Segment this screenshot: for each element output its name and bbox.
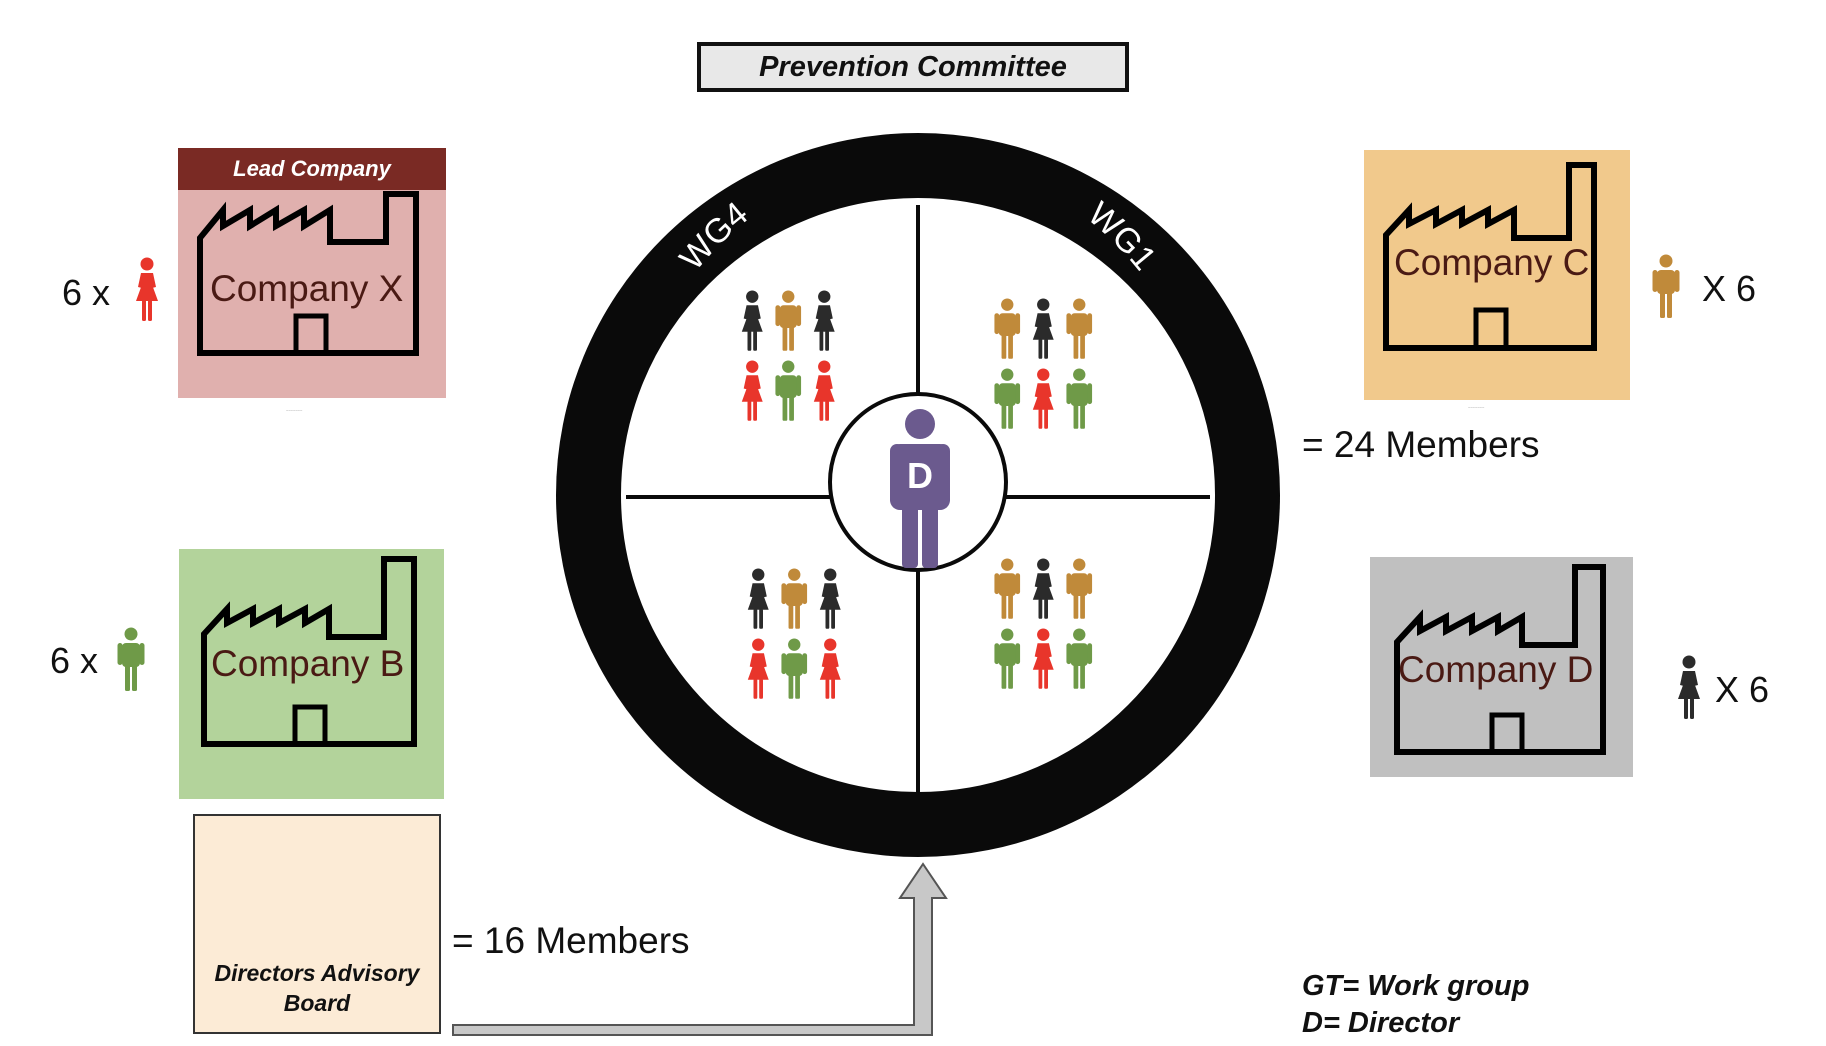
male-person-icon	[994, 558, 1021, 619]
female-person-icon	[1032, 368, 1054, 429]
company-d-name: Company D	[1398, 649, 1594, 690]
female-person-icon	[136, 257, 158, 321]
legend-work-group: GT= Work group	[1302, 970, 1530, 1002]
director-icon	[890, 409, 950, 568]
factory-icon	[1394, 564, 1606, 755]
female-person-icon	[747, 638, 769, 699]
lead-company-badge: Lead Company	[178, 148, 446, 190]
male-person-icon	[1652, 254, 1680, 318]
director-letter: D	[907, 455, 933, 496]
company-d-count: X 6	[1715, 669, 1770, 710]
male-person-icon	[1066, 558, 1093, 619]
tiny-caption: ~~~~~~~	[286, 408, 303, 413]
male-person-icon	[117, 627, 145, 691]
factory-icon	[197, 191, 419, 356]
male-person-icon	[994, 628, 1021, 689]
male-person-icon	[1066, 368, 1093, 429]
factory-icon	[201, 556, 417, 747]
male-person-icon	[117, 627, 145, 691]
male-person-icon	[775, 290, 802, 351]
female-person-icon	[813, 360, 835, 421]
factory-icon	[1383, 162, 1597, 351]
company-b-box: Company B	[179, 549, 444, 799]
male-person-icon	[1066, 298, 1093, 359]
company-c-name: Company C	[1394, 242, 1590, 283]
working-group-members	[741, 290, 1093, 699]
company-x-box: Lead Company Company X	[178, 148, 446, 398]
company-x-count: 6 x	[62, 272, 111, 313]
company-x-name: Company X	[210, 268, 404, 309]
female-person-icon	[819, 568, 841, 629]
company-b-count: 6 x	[50, 640, 99, 681]
legend: GT= Work group D= Director	[1302, 968, 1529, 1042]
legend-director: D= Director	[1302, 1007, 1460, 1039]
male-person-icon	[775, 360, 802, 421]
arrow-up-icon	[452, 862, 948, 1036]
male-person-icon	[1652, 254, 1680, 318]
male-person-icon	[1066, 628, 1093, 689]
company-d-box: Company D	[1370, 557, 1633, 777]
female-person-icon	[819, 638, 841, 699]
male-person-icon	[994, 368, 1021, 429]
advisory-board-members-count: = 16 Members	[452, 920, 690, 961]
company-b-name: Company B	[211, 643, 405, 684]
female-person-icon	[1678, 655, 1700, 719]
female-person-icon	[741, 360, 763, 421]
female-person-icon	[1032, 298, 1054, 359]
female-person-icon	[813, 290, 835, 351]
company-c-box: Company C	[1364, 150, 1630, 400]
female-person-icon	[136, 257, 158, 321]
female-person-icon	[747, 568, 769, 629]
male-person-icon	[781, 568, 808, 629]
tiny-caption: ~~~~~~~	[1468, 405, 1485, 410]
directors-advisory-board-label: Directors Advisory Board	[214, 960, 420, 1016]
male-person-icon	[994, 298, 1021, 359]
company-c-count: X 6	[1702, 268, 1757, 309]
committee-title: Prevention Committee	[697, 42, 1129, 92]
male-person-icon	[781, 638, 808, 699]
female-person-icon	[1032, 558, 1054, 619]
directors-advisory-board-box: Directors Advisory Board	[193, 814, 441, 1034]
female-person-icon	[1032, 628, 1054, 689]
committee-members-count: = 24 Members	[1302, 424, 1540, 465]
female-person-icon	[1678, 655, 1700, 719]
female-person-icon	[741, 290, 763, 351]
